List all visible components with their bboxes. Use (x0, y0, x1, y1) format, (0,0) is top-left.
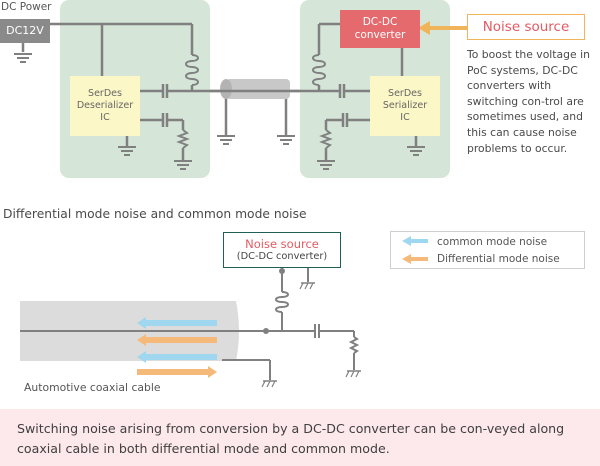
junction-dot (263, 328, 269, 334)
coax-cable-icon (210, 79, 300, 99)
differential-mode-noise-arrow-icon (137, 366, 217, 378)
differential-mode-noise-arrow-icon (137, 334, 217, 346)
coax-cable-label: Automotive coaxial cable (24, 381, 161, 394)
dc12v-source: DC12V (0, 19, 50, 43)
noise-source-title: Noise source (245, 236, 319, 251)
ic-label-line: Serializer (382, 100, 428, 112)
resistor-left (176, 129, 190, 149)
dcdc-label-line: DC-DC (362, 15, 398, 28)
legend-item-common: common mode noise (437, 236, 547, 248)
ic-label-line: SerDes (88, 88, 122, 100)
noise-source-box: Noise source (DC-DC converter) (223, 232, 341, 268)
dcdc-converter-block: DC-DC converter (340, 10, 420, 48)
deserializer-ic: SerDes Deserializer IC (70, 76, 140, 136)
legend-item-differential: Differential mode noise (437, 253, 560, 265)
resistor-bottom (348, 336, 360, 354)
dc-power-label: DC Power (1, 1, 52, 13)
ic-label-line: SerDes (388, 88, 422, 100)
legend-arrow-differential-icon (402, 254, 428, 264)
ground-icon (345, 370, 362, 378)
footer-banner (0, 409, 600, 466)
ground-icon (216, 135, 236, 145)
legend-arrow-common-icon (402, 236, 428, 246)
footer-text: Switching noise arising from conversion … (17, 421, 565, 456)
legend-label: Differential mode noise (437, 253, 560, 265)
noise-arrow-icon (418, 21, 467, 35)
resistor-right (319, 129, 333, 149)
ground-icon (13, 53, 33, 63)
inductor-bottom (275, 291, 289, 313)
ground-icon (276, 135, 296, 145)
noise-source-label: Noise source (467, 14, 585, 40)
ground-icon (261, 380, 278, 388)
junction-dot (279, 268, 285, 274)
ground-icon (299, 282, 316, 290)
ic-label-line: Deserializer (76, 100, 134, 112)
inductor-left (185, 54, 199, 86)
common-mode-noise-arrow-icon (137, 351, 217, 363)
noise-source-description: To boost the voltage in PoC systems, DC-… (467, 48, 590, 155)
ic-label-line: IC (400, 111, 410, 123)
inductor-right (312, 54, 326, 86)
legend: common mode noise Differential mode nois… (390, 231, 585, 269)
legend-label: common mode noise (437, 236, 548, 248)
noise-source-subtitle: (DC-DC converter) (236, 251, 328, 263)
section-title: Differential mode noise and common mode … (3, 207, 307, 221)
dcdc-label-line: converter (354, 29, 406, 41)
common-mode-noise-arrow-icon (137, 317, 217, 329)
ic-label-line: IC (100, 111, 110, 123)
serializer-ic: SerDes Serializer IC (370, 76, 440, 136)
